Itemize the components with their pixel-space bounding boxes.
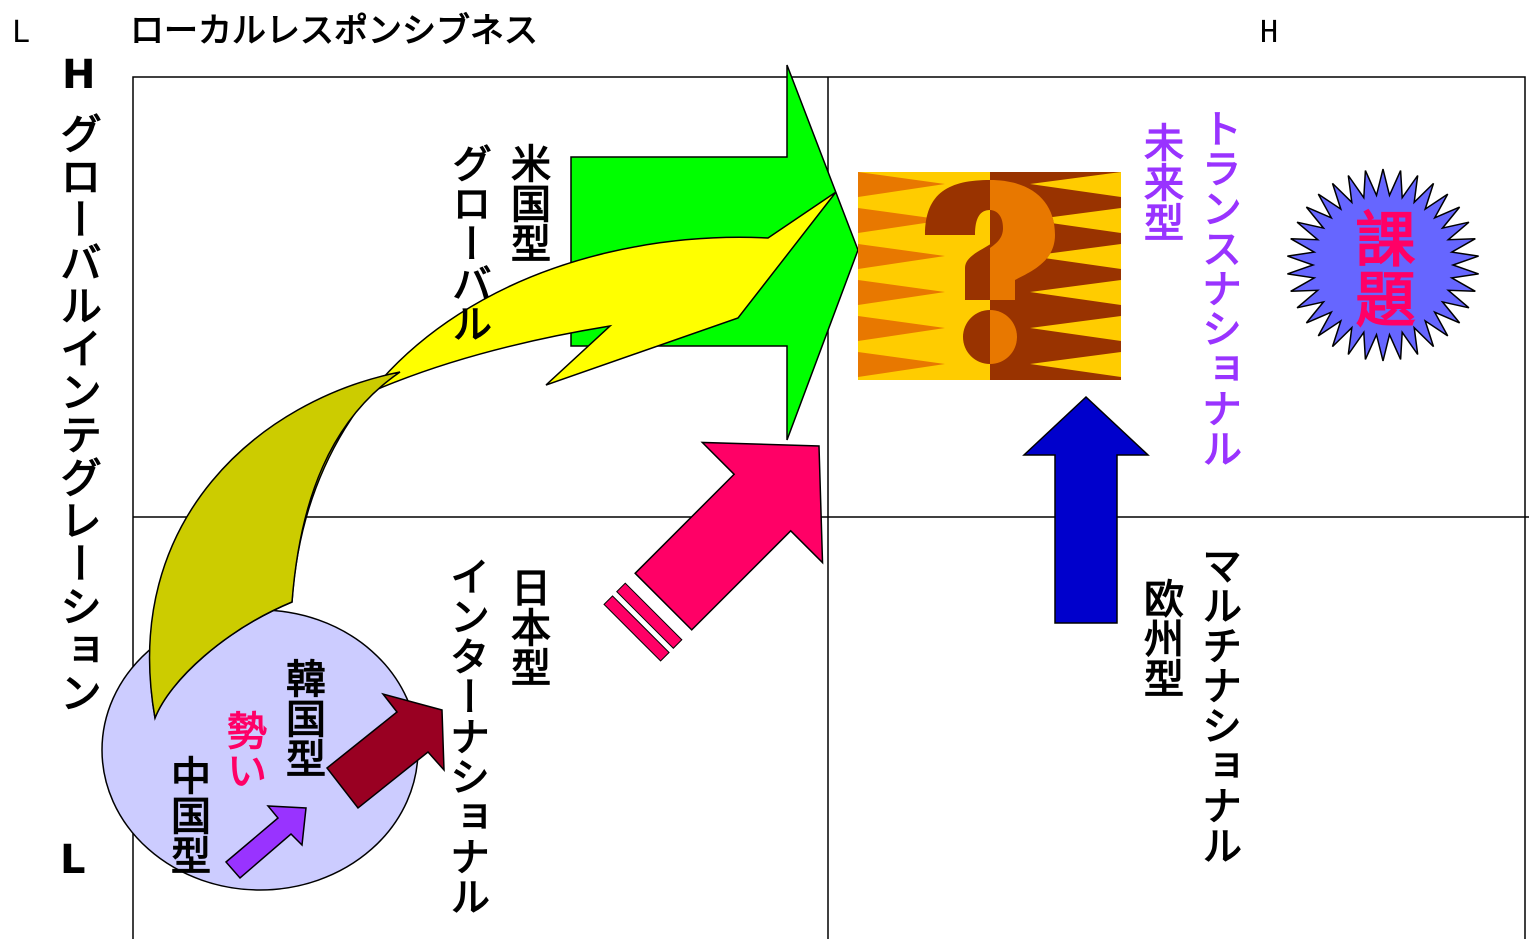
y-axis-high-label: H	[62, 52, 95, 98]
x-axis-title: ローカルレスポンシブネス	[130, 11, 538, 51]
global-type-label: グローバル	[445, 143, 491, 343]
korea-label: 韓国型	[279, 658, 325, 778]
momentum-label: 勢い	[220, 710, 267, 790]
yellow-arrow-shadow	[148, 371, 401, 721]
transnational-region-label: 未来型	[1137, 122, 1184, 242]
multinational-region-label: 欧州型	[1137, 578, 1184, 698]
y-axis-title: グローバルインテグレーション	[54, 112, 103, 714]
question-mark-icon	[858, 172, 1121, 380]
matrix-frame	[132, 76, 1526, 939]
blue-arrow-icon	[1022, 395, 1150, 624]
global-region-label: 米国型	[504, 143, 551, 263]
challenge-starburst-icon	[1287, 168, 1479, 362]
international-type-label: インターナショナル	[443, 556, 489, 916]
pink-arrow-icon	[603, 441, 824, 662]
transnational-type-label: トランスナショナル	[1195, 108, 1241, 468]
international-region-label: 日本型	[504, 567, 551, 687]
multinational-type-label: マルチナショナル	[1195, 545, 1241, 865]
purple-arrow-icon	[224, 805, 307, 880]
x-axis-low-label: L	[12, 15, 30, 50]
challenge-label: 課題	[1345, 208, 1415, 328]
china-label: 中国型	[164, 755, 210, 875]
x-axis-high-label: H	[1260, 15, 1278, 50]
maroon-arrow-icon	[325, 692, 445, 810]
y-axis-low-label: L	[60, 837, 86, 883]
